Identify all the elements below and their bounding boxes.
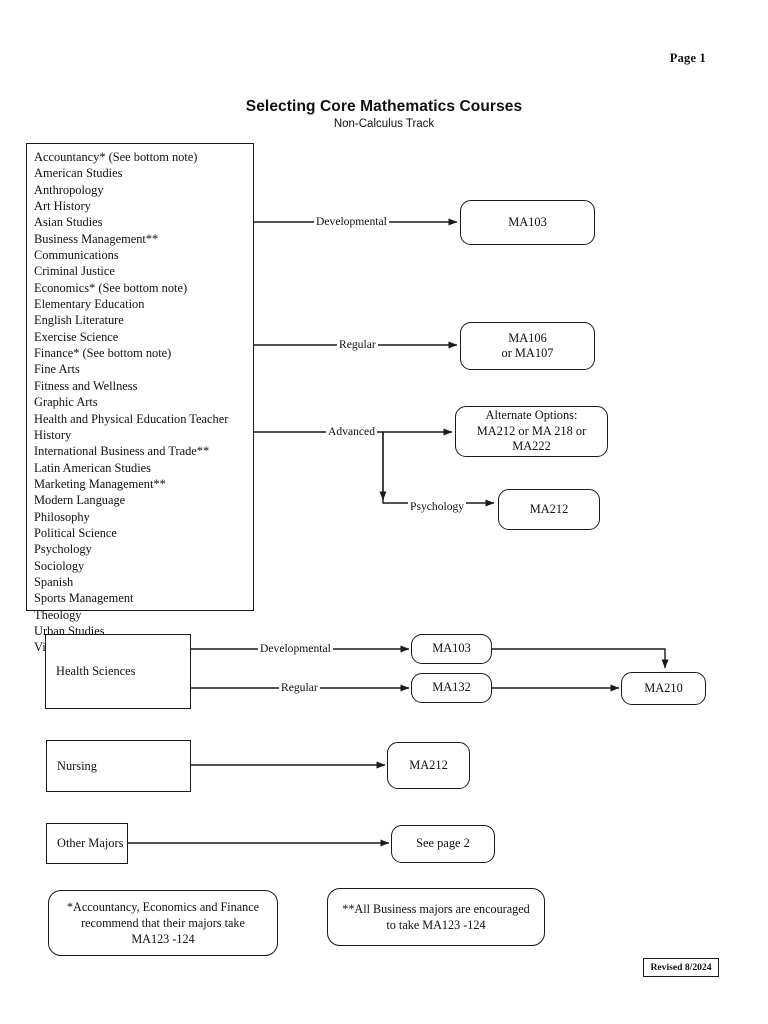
footnote-box-single-asterisk: *Accountancy, Economics and Finance reco… <box>48 890 278 956</box>
list-item: Philosophy <box>34 509 90 524</box>
document-title: Selecting Core Mathematics Courses <box>245 98 523 115</box>
list-item: Fine Arts <box>34 362 80 377</box>
footnote-line-1: *Accountancy, Economics and Finance <box>66 900 260 914</box>
list-item: Business Management** <box>34 231 159 246</box>
connector-label-hs-developmental: Developmental <box>258 642 333 655</box>
course-code: MA210 <box>644 680 683 695</box>
course-code: MA103 <box>432 641 471 656</box>
course-code-alternate: or MA107 <box>501 346 554 360</box>
list-item: International Business and Trade** <box>34 444 210 459</box>
list-item: Health and Physical Education Teacher <box>34 411 229 426</box>
list-item: History <box>34 427 72 442</box>
list-item: Modern Language <box>34 493 126 508</box>
list-item: Communications <box>34 248 119 263</box>
list-item: Elementary Education <box>34 297 145 312</box>
list-item: Criminal Justice <box>34 264 115 279</box>
list-item: Psychology <box>34 542 92 557</box>
connector-label-advanced: Advanced <box>326 425 377 438</box>
target-box-see-page-2: See page 2 <box>391 825 495 863</box>
connector-label-developmental: Developmental <box>314 215 389 228</box>
list-item: Sociology <box>34 558 85 573</box>
list-item: Latin American Studies <box>34 460 151 475</box>
majors-list: Accountancy* (See bottom note) American … <box>34 149 253 656</box>
list-item: English Literature <box>34 313 124 328</box>
course-box-ma103-developmental: MA103 <box>460 200 595 245</box>
course-box-ma106-ma107-regular: MA106 or MA107 <box>460 322 595 370</box>
footnote-line-1: **All Business majors are encouraged <box>342 902 530 916</box>
revision-text: Revised 8/2024 <box>650 962 712 973</box>
course-box-hs-ma210: MA210 <box>621 672 706 705</box>
revision-stamp: Revised 8/2024 <box>643 958 719 977</box>
course-code: MA103 <box>508 214 547 229</box>
source-box-nursing: Nursing <box>46 740 191 792</box>
list-item: American Studies <box>34 166 123 181</box>
list-item: Economics* (See bottom note) <box>34 280 188 295</box>
course-code-primary: MA106 <box>508 330 547 345</box>
target-label: See page 2 <box>416 836 470 851</box>
course-box-alternate-options-advanced: Alternate Options: MA212 or MA 218 or MA… <box>455 406 608 457</box>
source-label: Other Majors <box>57 836 124 850</box>
list-item: Graphic Arts <box>34 395 98 410</box>
source-label: Health Sciences <box>56 664 136 678</box>
connector-label-psychology: Psychology <box>408 500 467 513</box>
source-label: Nursing <box>57 758 97 773</box>
list-item: Fitness and Wellness <box>34 378 138 393</box>
course-code: MA212 <box>409 757 448 772</box>
list-item: Marketing Management** <box>34 476 166 491</box>
course-code: MA132 <box>432 680 471 695</box>
course-box-hs-ma132: MA132 <box>411 673 492 703</box>
source-box-other-majors: Other Majors <box>46 823 128 864</box>
course-box-hs-ma103: MA103 <box>411 634 492 664</box>
majors-list-box: Accountancy* (See bottom note) American … <box>26 143 254 654</box>
list-item: Accountancy* (See bottom note) <box>34 150 198 164</box>
course-box-ma212-psychology: MA212 <box>498 489 600 530</box>
source-box-health-sciences: Health Sciences <box>45 634 191 709</box>
connector-label-regular: Regular <box>337 338 378 351</box>
list-item: Political Science <box>34 525 117 540</box>
list-item: Finance* (See bottom note) <box>34 346 172 361</box>
document-subtitle: Non-Calculus Track <box>333 118 435 130</box>
connector-label-hs-regular: Regular <box>279 681 320 694</box>
footnote-line-3: MA123 -124 <box>131 932 195 946</box>
list-item: Asian Studies <box>34 215 103 230</box>
course-box-nursing-ma212: MA212 <box>387 742 470 789</box>
list-item: Theology <box>34 607 82 622</box>
alternate-options-courses: MA212 or MA 218 or MA222 <box>476 423 587 454</box>
list-item: Sports Management <box>34 591 134 606</box>
footnote-box-double-asterisk: **All Business majors are encouraged to … <box>327 888 545 946</box>
alternate-options-heading: Alternate Options: <box>485 408 578 423</box>
course-code: MA212 <box>529 501 569 516</box>
list-item: Anthropology <box>34 182 104 197</box>
list-item: Art History <box>34 199 91 214</box>
list-item: Exercise Science <box>34 329 119 344</box>
footnote-line-2: recommend that their majors take <box>81 916 245 930</box>
list-item: Spanish <box>34 574 74 589</box>
page-number: Page 1 <box>669 51 706 65</box>
footnote-line-2: to take MA123 -124 <box>386 918 486 932</box>
